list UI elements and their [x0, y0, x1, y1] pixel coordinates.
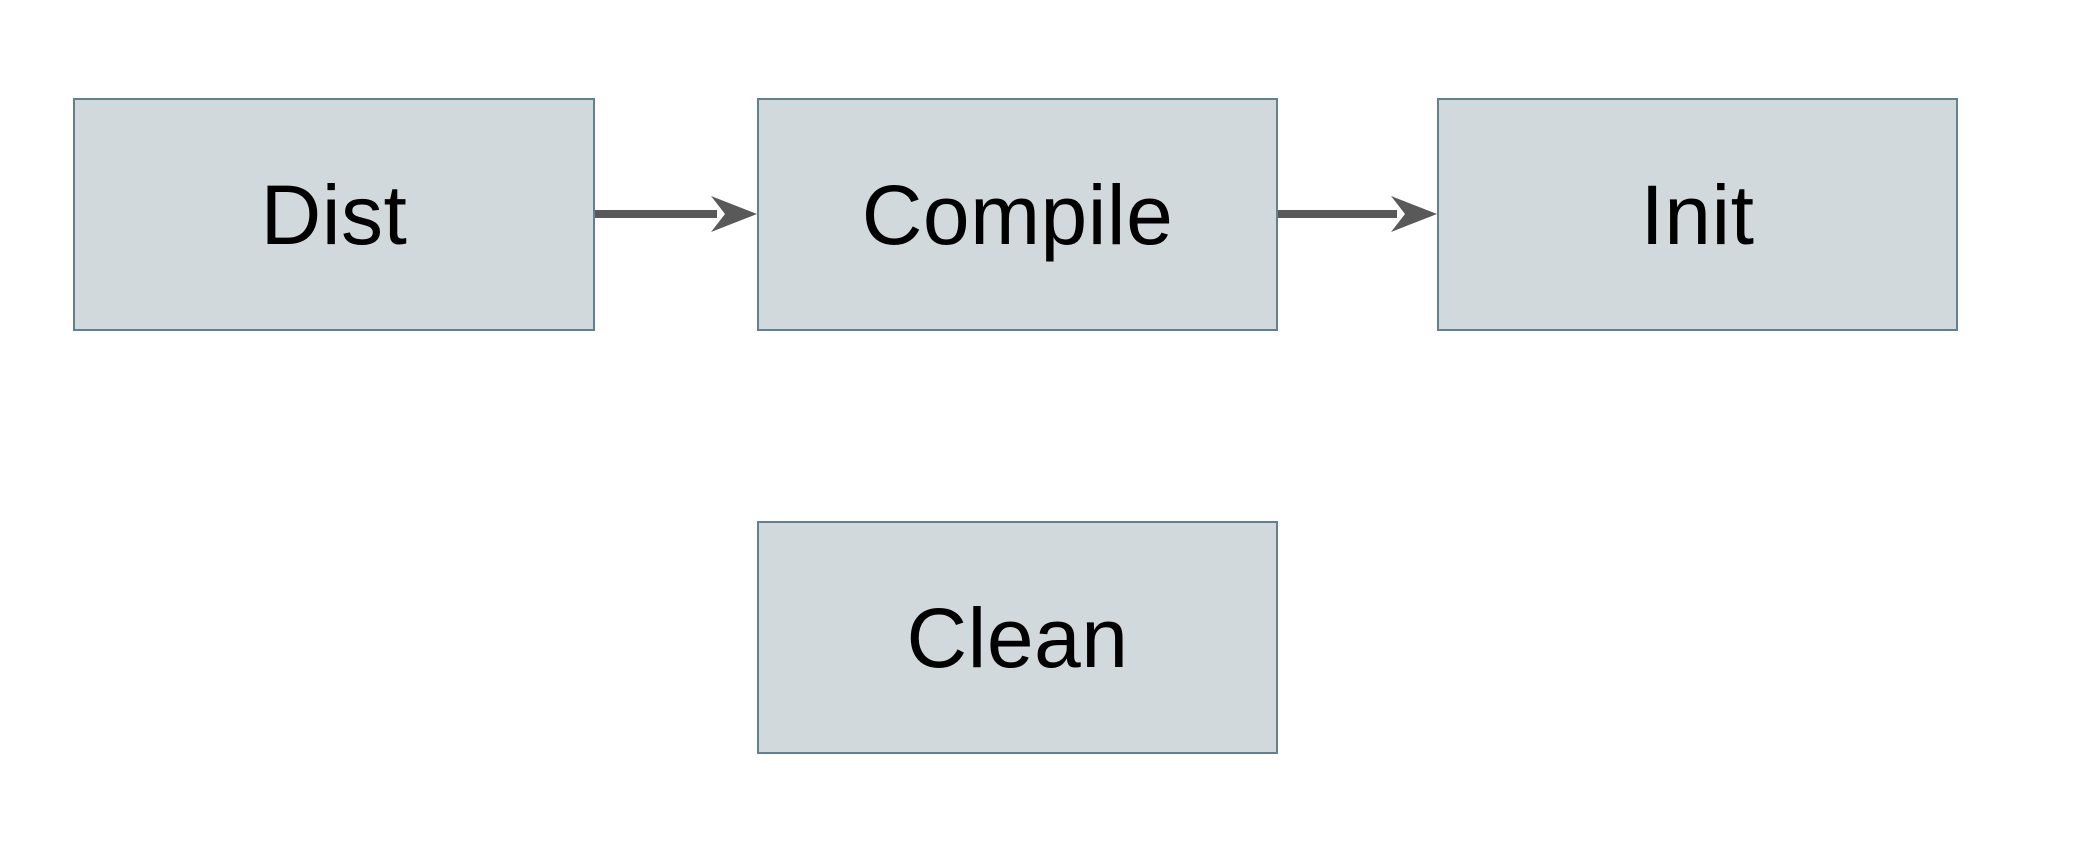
node-dist-label: Dist: [260, 167, 408, 262]
edge-compile-to-init: [1278, 196, 1437, 232]
node-clean: Clean: [757, 521, 1278, 754]
edge-dist-to-compile: [595, 196, 757, 232]
node-init: Init: [1437, 98, 1958, 331]
arrowhead-right-icon: [1391, 196, 1437, 232]
node-compile-label: Compile: [861, 167, 1174, 262]
arrowhead-right-icon: [711, 196, 757, 232]
node-dist: Dist: [73, 98, 595, 331]
node-init-label: Init: [1640, 167, 1755, 262]
node-clean-label: Clean: [906, 590, 1129, 685]
node-compile: Compile: [757, 98, 1278, 331]
